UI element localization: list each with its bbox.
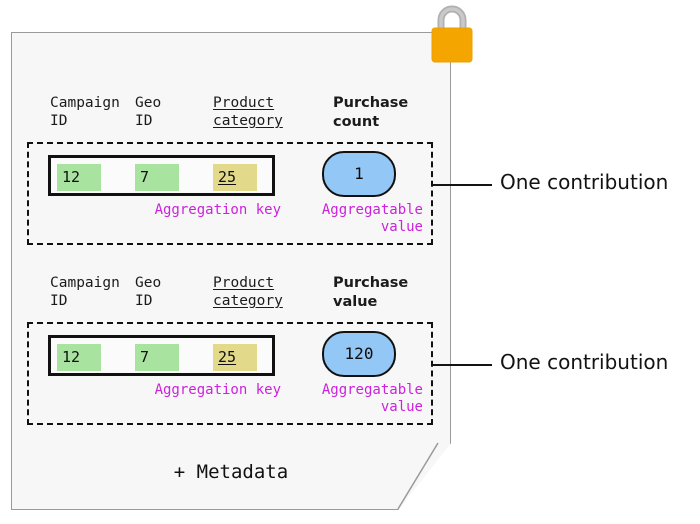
annotation-label: One contribution <box>500 170 669 194</box>
column-header-product-category: Product category <box>213 275 283 309</box>
column-header-metric: Purchase count <box>333 95 409 130</box>
contribution-dashed-frame-1: 12 7 25 1 Aggregation key Aggregatable v… <box>27 142 433 245</box>
key-cell-geo-id: 7 <box>135 344 179 371</box>
key-cell-product-category: 25 <box>213 344 257 371</box>
leader-line <box>433 184 492 186</box>
contribution-row-1: Campaign ID Geo ID Product category Purc… <box>27 94 433 245</box>
column-headers-1: Campaign ID Geo ID Product category Purc… <box>50 94 433 142</box>
column-header-metric: Purchase value <box>333 275 409 310</box>
column-header-campaign-id: Campaign ID <box>50 95 120 129</box>
aggregatable-value-pill-2: 120 <box>322 331 396 377</box>
column-header-geo-id: Geo ID <box>135 275 162 309</box>
key-cell-product-category: 25 <box>213 164 257 191</box>
contribution-row-2: Campaign ID Geo ID Product category Purc… <box>27 274 433 425</box>
padlock-icon <box>431 5 473 63</box>
column-header-product-category: Product category <box>213 95 283 129</box>
annotation-label: One contribution <box>500 350 669 374</box>
key-cell-campaign-id: 12 <box>57 344 101 371</box>
aggregatable-value-pill-1: 1 <box>322 151 396 197</box>
aggregation-key-box-1: 12 7 25 <box>48 155 275 196</box>
aggregatable-value-caption-1: Aggregatable value <box>321 202 423 235</box>
key-cell-campaign-id: 12 <box>57 164 101 191</box>
contribution-dashed-frame-2: 12 7 25 120 Aggregation key Aggregatable… <box>27 322 433 425</box>
encrypted-report-sheet <box>11 32 451 510</box>
aggregatable-value-caption-2: Aggregatable value <box>321 382 423 415</box>
leader-line <box>433 364 492 366</box>
metadata-label: + Metadata <box>173 461 289 483</box>
aggregation-key-box-2: 12 7 25 <box>48 335 275 376</box>
aggregation-key-caption-1: Aggregation key <box>154 202 281 218</box>
column-header-geo-id: Geo ID <box>135 95 162 129</box>
column-headers-2: Campaign ID Geo ID Product category Purc… <box>50 274 433 322</box>
column-header-campaign-id: Campaign ID <box>50 275 120 309</box>
aggregation-key-caption-2: Aggregation key <box>154 382 281 398</box>
key-cell-geo-id: 7 <box>135 164 179 191</box>
